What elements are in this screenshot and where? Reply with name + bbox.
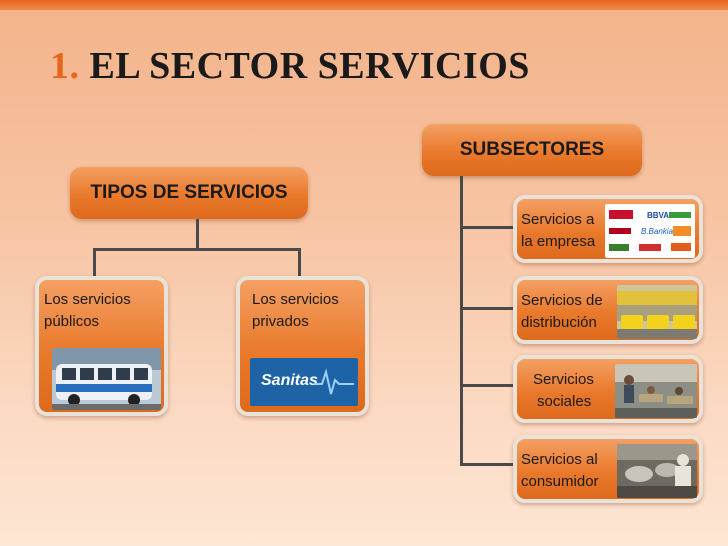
servicios-publicos-line1: Los servicios [44,291,131,308]
servicios-distribucion-box: Servicios de distribución [513,276,703,344]
title-text: EL SECTOR SERVICIOS [89,45,530,87]
top-accent-bar [0,0,728,10]
bus-photo [52,348,161,410]
subsectores-header-box: SUBSECTORES [422,124,642,176]
servicios-sociales-box: Servicios sociales [513,355,703,423]
connector [460,226,518,229]
connector [460,176,463,466]
servicios-privados-box: Los servicios privados Sanitas [236,276,369,416]
connector [460,384,518,387]
connector [298,248,301,278]
servicios-empresa-line2: la empresa [521,233,596,250]
connector [460,307,518,310]
bank-logos: BBVA B.Bankia [605,204,695,258]
servicios-sociales-line1: Servicios [533,371,594,388]
servicios-consumidor-line1: Servicios al [521,451,598,468]
bbva-logo-text: BBVA [647,211,669,220]
classroom-photo [615,364,697,418]
kitchen-photo [617,444,697,498]
connector [460,463,518,466]
servicios-distribucion-line1: Servicios de [521,292,603,309]
servicios-sociales-line2: sociales [537,393,592,410]
subsectores-header-label: SUBSECTORES [459,139,605,160]
servicios-distribucion-line2: distribución [521,314,597,331]
connector [93,248,300,251]
title-number: 1. [50,45,80,87]
slide-title: 1. EL SECTOR SERVICIOS [50,44,530,88]
servicios-privados-line2: privados [252,313,309,330]
sanitas-logo: Sanitas [250,358,358,406]
servicios-publicos-line2: públicos [44,313,100,330]
servicios-consumidor-box: Servicios al consumidor [513,435,703,503]
sanitas-logo-text: Sanitas [261,372,318,389]
delivery-vans-photo [617,285,697,339]
servicios-empresa-box: Servicios a la empresa BBVA B.Bankia [513,195,703,263]
servicios-privados-line1: Los servicios [252,291,339,308]
connector [196,219,199,249]
svg-text:B.Bankia: B.Bankia [641,227,674,236]
servicios-consumidor-line2: consumidor [521,473,599,490]
connector [93,248,96,278]
servicios-publicos-box: Los servicios públicos [35,276,168,416]
servicios-empresa-line1: Servicios a [521,211,595,228]
tipos-header-label: TIPOS DE SERVICIOS [90,182,288,203]
tipos-header-box: TIPOS DE SERVICIOS [70,167,308,219]
